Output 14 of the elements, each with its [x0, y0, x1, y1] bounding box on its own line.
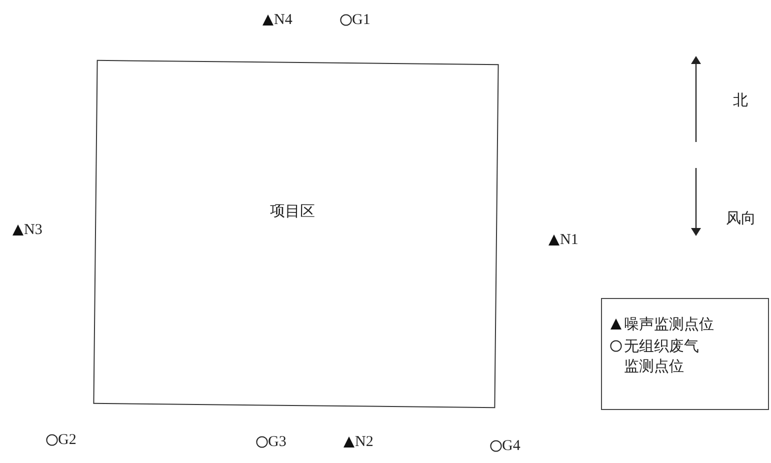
point-label: G2: [58, 431, 76, 449]
direction-label: 北: [733, 92, 748, 110]
point-label: G1: [352, 11, 370, 29]
point-label: N1: [560, 231, 578, 249]
legend-text: 噪声监测点位: [624, 316, 714, 335]
point-label: N4: [274, 11, 292, 29]
area-label: 项目区: [270, 202, 316, 222]
point-label: N3: [24, 221, 42, 239]
project-area-box: [93, 60, 499, 408]
direction-label: 风向: [726, 210, 756, 228]
point-label: G3: [268, 433, 286, 451]
legend-text: 无组织废气监测点位: [624, 338, 700, 377]
point-label: G4: [502, 437, 520, 455]
point-label: N2: [355, 433, 374, 451]
